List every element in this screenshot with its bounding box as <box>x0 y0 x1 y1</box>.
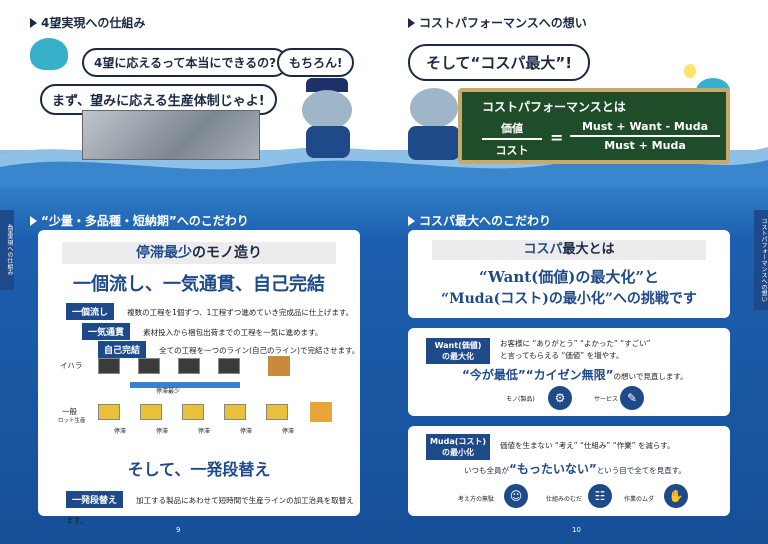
lot-box <box>224 404 246 420</box>
left-panel-title-b: のモノ造り <box>192 245 262 261</box>
item-text-1: 複数の工程を1個ずつ、1工程ずつ進めていき完成品に仕上げます。 <box>127 308 354 317</box>
item-row-3: 自己完結 全ての工程を一つのライン(自己のライン)で完結させます。 <box>98 338 359 358</box>
speech-bubble-answer: もちろん! <box>277 48 355 77</box>
speech-bubble-cospa: そして“コスパ最大”! <box>408 44 591 81</box>
worker-icon: ✋ <box>664 484 688 508</box>
stagnation-label: 停滞 <box>156 428 169 435</box>
item-tag-2: 一気通貫 <box>82 323 131 340</box>
professor-mascot-icon-right <box>404 86 464 162</box>
fraction-formula: Must + Want - Muda Must + Muda <box>570 120 720 152</box>
right-heading: コストパフォーマンスへの想い <box>408 14 587 31</box>
process-box <box>218 358 240 374</box>
chalkboard: コストパフォーマンスとは 価値 コスト = Must + Want - Muda… <box>458 88 730 164</box>
item-row-2: 一気通貫 素材投入から梱包出荷までの工程を一気に進めます。 <box>82 320 322 340</box>
chalk-title: コストパフォーマンスとは <box>482 100 626 114</box>
item-tag-1: 一個流し <box>66 303 115 320</box>
professor-mascot-icon <box>292 78 362 158</box>
stagnation-label: 停滞 <box>114 428 127 435</box>
row1-arrow-label: 停滞最少 <box>156 388 181 395</box>
product-icon: ⚙ <box>548 386 572 410</box>
frac-right-bottom: Must + Muda <box>570 135 720 152</box>
left-panel-title: 停滞最少のモノ造り <box>62 242 336 264</box>
brain-icon: ☺ <box>504 484 528 508</box>
want-tag-line2: の最大化 <box>442 352 474 361</box>
want-tag-line1: Want(価値) <box>434 341 482 350</box>
frac-right-top: Must + Want - Muda <box>581 120 708 133</box>
item-text-3: 全ての工程を一つのライン(自己のライン)で完結させます。 <box>159 346 360 355</box>
fraction-value-cost: 価値 コスト <box>482 120 542 158</box>
want-icon1-label: モノ(製品) <box>506 396 535 403</box>
want-slogan-main: “今が最低”“カイゼン無限” <box>462 368 614 382</box>
process-box <box>98 358 120 374</box>
right-side-tab: コストパフォーマンスへの想い <box>754 210 768 310</box>
shipping-box-icon <box>310 402 332 422</box>
muda-text: 価値を生まない “考え” “仕組み” “作業” を減らす。 <box>500 441 675 450</box>
want-text-1: お客様に “ありがとう” “よかった” “すごい” <box>500 339 651 348</box>
row2-sublabel: ロット生産 <box>58 418 86 424</box>
stagnation-label: 停滞 <box>282 428 295 435</box>
cospa-line-2: “Muda(コスト)の最小化”への挑戦です <box>441 291 697 307</box>
want-tag: Want(価値) の最大化 <box>426 338 490 364</box>
want-slogan-tail: の想いで見直します。 <box>613 372 688 381</box>
muda-tag-line2: の最小化 <box>442 448 474 457</box>
muda-icon2-label: 仕組みのむだ <box>546 496 583 503</box>
left-section-heading: “少量・多品種・短納期”へのこだわり <box>30 212 249 229</box>
item-row-4: 一発段替え 加工する製品にあわせて短時間で生産ラインの加工治具を取替えます。 <box>66 488 360 527</box>
flowchart-icon: ☷ <box>588 484 612 508</box>
lot-box <box>98 404 120 420</box>
speech-bubble-statement: まず、望みに応える生産体制じゃよ! <box>40 84 277 115</box>
left-panel: 停滞最少のモノ造り 一個流し、一気通貫、自己完結 一個流し 複数の工程を1個ずつ… <box>38 230 360 525</box>
lot-box <box>182 404 204 420</box>
frac-left-bottom: コスト <box>482 138 542 158</box>
main-slogan: 一個流し、一気通貫、自己完結 <box>73 274 325 295</box>
row2-label: 一般 <box>62 407 77 416</box>
factory-photo <box>82 110 260 160</box>
want-icon2-label: サービス <box>594 396 619 403</box>
right-panel-title-a: コスパ <box>523 242 563 257</box>
right-panel-title: コスパ最大とは <box>432 240 706 260</box>
flow-arrow <box>130 382 240 388</box>
lot-box <box>140 404 162 420</box>
muda-icon1-label: 考え方の無駄 <box>458 496 495 503</box>
process-box <box>178 358 200 374</box>
item-text-2: 素材投入から梱包出荷までの工程を一気に進めます。 <box>143 328 323 337</box>
stagnation-label: 停滞 <box>198 428 211 435</box>
muda-panel: Muda(コスト) の最小化 価値を生まない “考え” “仕組み” “作業” を… <box>408 426 730 516</box>
muda-tag: Muda(コスト) の最小化 <box>426 434 490 460</box>
lightbulb-icon <box>684 64 696 78</box>
item-tag-3: 自己完結 <box>98 341 147 358</box>
item-text-4: 加工する製品にあわせて短時間で生産ラインの加工治具を取替えます。 <box>66 496 354 525</box>
process-box <box>138 358 160 374</box>
equals-sign: = <box>550 128 564 147</box>
frac-left-top: 価値 <box>501 122 523 135</box>
service-icon: ✎ <box>620 386 644 410</box>
muda-line-b: という目で全てを見直す。 <box>596 466 686 475</box>
page-number-left: 9 <box>176 526 181 534</box>
muda-line-a: いつも全員が <box>464 466 509 475</box>
item-tag-4: 一発段替え <box>66 491 124 508</box>
muda-slogan-line: いつも全員が“もったいない”という目で全てを見直す。 <box>464 460 686 477</box>
cospa-line-1: “Want(価値)の最大化”と <box>479 268 659 286</box>
page-number-right: 10 <box>572 526 581 534</box>
row1-label: イハラ <box>60 361 83 370</box>
left-heading: 4望実現への仕組み <box>30 14 145 31</box>
left-panel-title-a: 停滞最少 <box>136 245 192 261</box>
stagnation-label: 停滞 <box>240 428 253 435</box>
want-panel: Want(価値) の最大化 お客様に “ありがとう” “よかった” “すごい” … <box>408 328 730 416</box>
want-text-2: と言ってもらえる “価値” を増やす。 <box>500 351 624 360</box>
item-row-1: 一個流し 複数の工程を1個ずつ、1工程ずつ進めていき完成品に仕上げます。 <box>66 300 353 320</box>
shipping-box-icon <box>268 356 290 376</box>
want-slogan: “今が最低”“カイゼン無限”の想いで見直します。 <box>462 366 688 383</box>
muda-tag-line1: Muda(コスト) <box>429 437 487 446</box>
muda-icon3-label: 作業のムダ <box>624 496 655 503</box>
lot-box <box>266 404 288 420</box>
muda-slogan: “もったいない” <box>509 462 597 476</box>
left-side-tab: 4望実現への仕組み <box>0 210 14 290</box>
slogan-2: そして、一発段替え <box>127 460 271 479</box>
right-panel-title-b: 最大とは <box>562 242 615 257</box>
mascot-blob-icon <box>30 38 68 70</box>
right-panel-main: コスパ最大とは “Want(価値)の最大化”と “Muda(コスト)の最小化”へ… <box>408 230 730 318</box>
speech-bubble-question: 4望に応えるって本当にできるの? <box>82 48 289 77</box>
right-section-heading: コスパ最大へのこだわり <box>408 212 551 229</box>
